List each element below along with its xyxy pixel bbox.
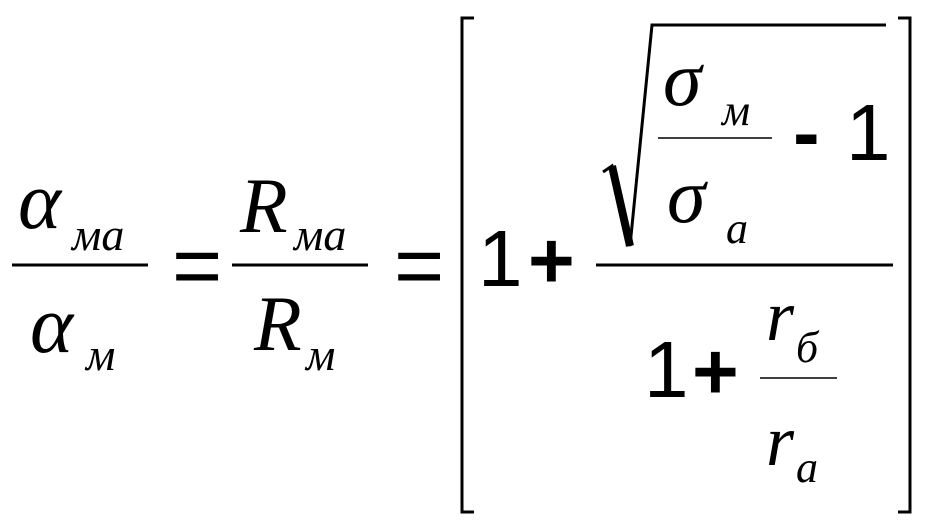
radical-stroke [608,165,634,247]
alpha-ma-symbol: α [18,155,63,246]
one: 1 [478,214,523,303]
equals-sign: = [172,218,222,314]
alpha-ma-subscript: ма [70,209,124,260]
r-m-symbol: R [253,280,302,367]
one: 1 [846,88,891,177]
r-a-subscript: a [796,443,818,492]
r-a-symbol: r [766,401,795,481]
alpha-m-symbol: α [30,279,75,370]
left-bracket [460,16,474,514]
alpha-m-subscript: м [84,329,115,380]
resistance-ratio-fraction: R ма R м [232,162,368,380]
one: 1 [644,325,689,414]
r-ma-symbol: R [239,162,288,249]
r-b-subscript: б [796,323,820,372]
r-b-symbol: r [766,276,795,356]
sigma-a-symbol: σ [667,152,708,239]
equals-sign: = [394,218,444,314]
minus-sign: - [793,88,820,177]
sigma-m-symbol: σ [663,35,704,122]
sigma-a-subscript: a [726,204,748,253]
sigma-m-subscript: м [720,86,750,135]
main-denominator: 1 + r б r a [644,276,837,492]
r-m-subscript: м [304,329,335,380]
plus-sign: + [692,327,739,416]
square-root: σ м σ a - 1 [602,23,891,253]
r-ma-subscript: ма [292,209,346,260]
alpha-ratio-fraction: α ма α м [12,155,148,380]
right-bracket [898,16,912,514]
plus-sign: + [528,216,575,305]
